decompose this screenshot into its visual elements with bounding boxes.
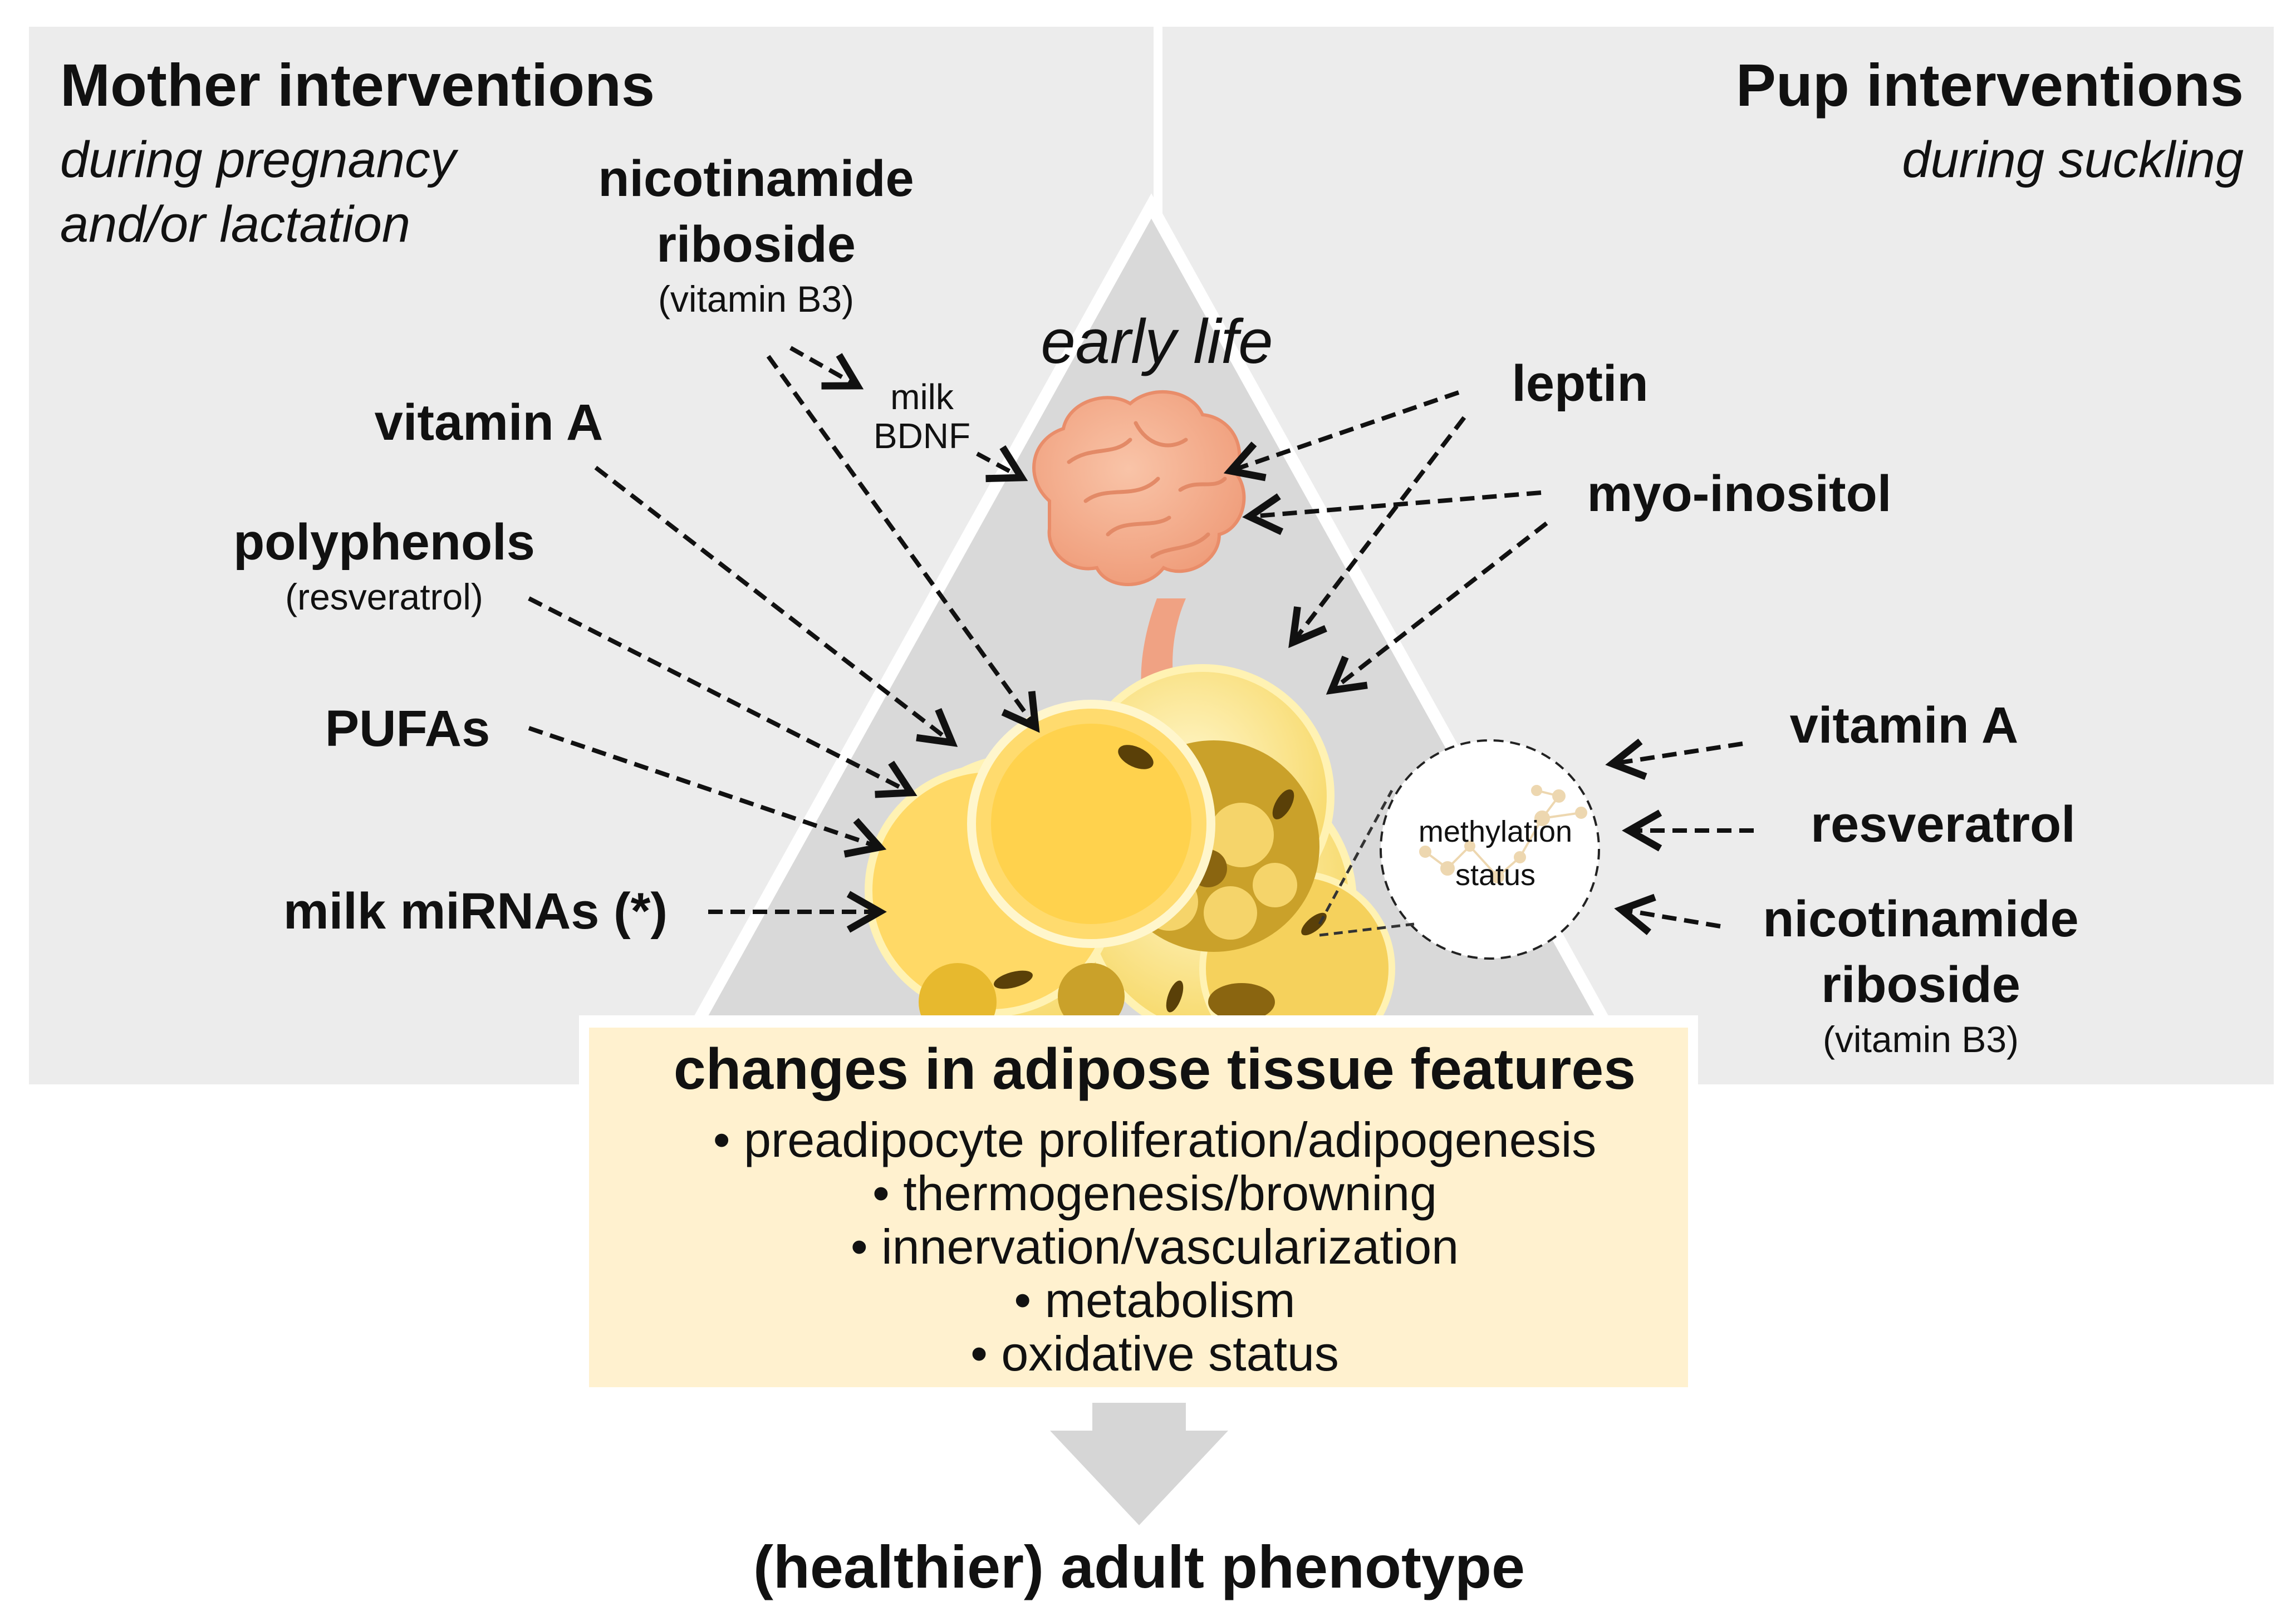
- mother-nicotinamide-note: (vitamin B3): [658, 278, 854, 320]
- milk-bdnf-label-line1: milk: [890, 377, 954, 417]
- arrow-nicotinamide-to-cells: [766, 355, 1040, 733]
- mother-polyphenols-label: polyphenols: [233, 514, 535, 571]
- pup-nicotinamide-label-line1: nicotinamide: [1763, 891, 2078, 947]
- arrow-vitamin-a-to-cells: [594, 465, 958, 747]
- features-list-item: • oxidative status: [970, 1326, 1339, 1381]
- pup-nicotinamide-note: (vitamin B3): [1823, 1019, 2019, 1060]
- arrow-polyphenols-to-cells: [528, 596, 918, 798]
- pup-vitamin-a-label: vitamin A: [1790, 697, 2019, 754]
- outcome-label: (healthier) adult phenotype: [753, 1533, 1525, 1600]
- methylation-status-circle: methylation status: [1380, 739, 1600, 960]
- pup-myo-inositol-label: myo-inositol: [1587, 465, 1892, 522]
- milk-bdnf-label-line2: BDNF: [874, 416, 970, 456]
- mother-nicotinamide-label-line2: riboside: [656, 216, 856, 273]
- mother-panel-subtitle-line2: and/or lactation: [60, 196, 410, 253]
- features-box: [589, 1028, 1688, 1387]
- arrow-milk-bdnf-to-brain: [976, 445, 1028, 483]
- pup-arrows: [1223, 390, 1754, 935]
- features-list-item: • innervation/vascularization: [851, 1219, 1459, 1274]
- methylation-label-line1: methylation: [1419, 815, 1572, 848]
- adipocyte-cluster: [865, 664, 1395, 1067]
- arrow-leptin-to-brain: [1223, 390, 1460, 482]
- features-box-title: changes in adipose tissue features: [674, 1037, 1636, 1102]
- arrow-leptin-to-triangle: [1288, 416, 1466, 649]
- pup-panel-subtitle: during suckling: [1902, 131, 2244, 188]
- mother-panel-title: Mother interventions: [60, 51, 655, 119]
- arrow-nicotinamide-to-milk-bdnf: [789, 346, 864, 390]
- arrow-myo-inositol-to-triangle: [1326, 521, 1548, 695]
- methylation-connector: [1318, 789, 1415, 937]
- pup-leptin-label: leptin: [1512, 355, 1648, 412]
- methylation-label-line2: status: [1455, 858, 1535, 892]
- mother-polyphenols-note: (resveratrol): [285, 576, 483, 617]
- arrow-myo-inositol-to-brain: [1242, 490, 1542, 536]
- features-list-item: • metabolism: [1014, 1273, 1295, 1328]
- mother-nicotinamide-label-line1: nicotinamide: [598, 150, 914, 207]
- features-list-item: • preadipocyte proliferation/adipogenesi…: [713, 1112, 1597, 1167]
- mother-panel-subtitle-line1: during pregnancy: [60, 131, 459, 188]
- pup-resveratrol-label: resveratrol: [1811, 796, 2076, 853]
- pup-panel-title: Pup interventions: [1736, 51, 2244, 119]
- mother-arrows: [528, 346, 1040, 933]
- mother-vitamin-a-label: vitamin A: [375, 394, 604, 451]
- features-list-item: • thermogenesis/browning: [872, 1166, 1437, 1221]
- down-arrow: [1050, 1403, 1228, 1525]
- mother-pufas-label: PUFAs: [325, 700, 490, 757]
- features-list: • preadipocyte proliferation/adipogenesi…: [713, 1112, 1597, 1381]
- arrow-pufas-to-cells: [528, 726, 887, 858]
- arrow-nicotinamide-to-methylation: [1614, 893, 1721, 935]
- early-life-label: early life: [1041, 307, 1273, 376]
- pup-nicotinamide-label-line2: riboside: [1821, 956, 2020, 1013]
- mother-milk-mirnas-label: milk miRNAs (*): [283, 883, 668, 940]
